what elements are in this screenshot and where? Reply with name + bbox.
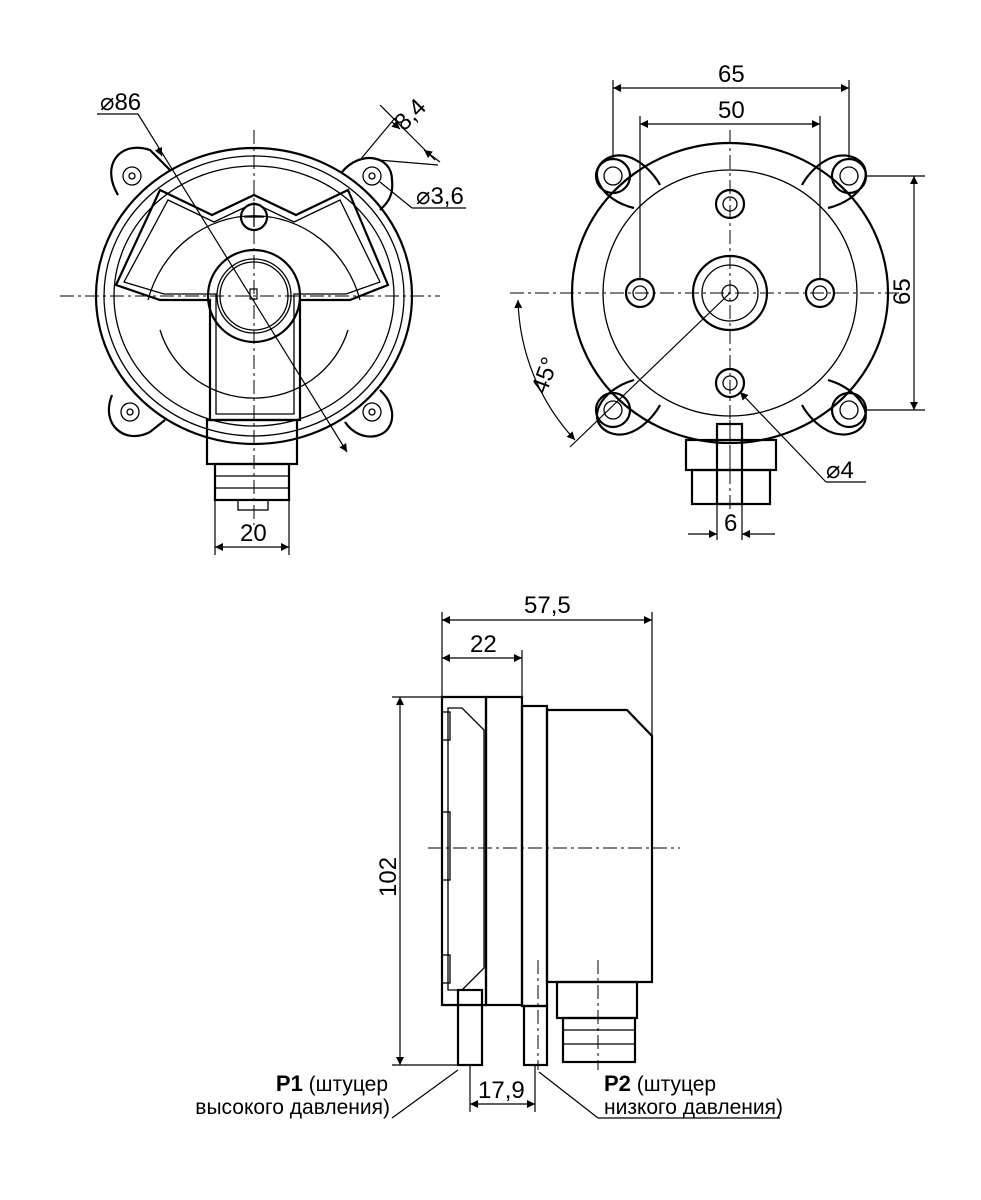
svg-text:P1 (штуцер: P1 (штуцер (276, 1071, 388, 1096)
rear-view: 65 50 65 45° ⌀4 6 (510, 61, 925, 540)
side-view: 57,5 22 102 17,9 (375, 592, 780, 1119)
dim-22: 22 (470, 631, 497, 658)
dim-57-5: 57,5 (524, 592, 571, 619)
dim-65-side: 65 (889, 278, 916, 305)
label-p1-code: P1 (276, 1071, 303, 1096)
front-view: ⌀86 8,4 ⌀3,6 20 (60, 89, 466, 555)
label-p2: P2 (штуцер низкого давления) (604, 1071, 783, 1119)
label-p2-code: P2 (604, 1071, 631, 1096)
svg-text:P2 (штуцер: P2 (штуцер (604, 1071, 716, 1096)
dim-diameter-86: ⌀86 (100, 89, 141, 116)
dim-8-4: 8,4 (389, 94, 432, 137)
adjust-screw (239, 202, 269, 232)
dim-6: 6 (724, 510, 737, 537)
dim-diameter-3-6: ⌀3,6 (416, 183, 464, 210)
mount-ear-br (344, 389, 394, 438)
dim-20: 20 (240, 520, 267, 547)
mount-ear-tl (110, 146, 171, 196)
dim-diameter-4: ⌀4 (826, 457, 854, 484)
dim-17-9: 17,9 (478, 1077, 525, 1104)
mount-ear-tr (341, 157, 394, 211)
label-p1-text: (штуцер (303, 1073, 388, 1096)
label-p2-line2: низкого давления) (604, 1096, 783, 1119)
label-p2-text: (штуцер (631, 1073, 716, 1096)
dim-angle-45: 45° (526, 354, 564, 397)
pressure-dial (206, 248, 302, 344)
mount-ear-bl (107, 394, 166, 438)
dim-102: 102 (375, 857, 402, 897)
dim-50: 50 (718, 97, 745, 124)
label-p1: P1 (штуцер высокого давления) (195, 1071, 390, 1119)
dim-65-top: 65 (718, 61, 745, 88)
label-p1-line2: высокого давления) (195, 1096, 390, 1119)
